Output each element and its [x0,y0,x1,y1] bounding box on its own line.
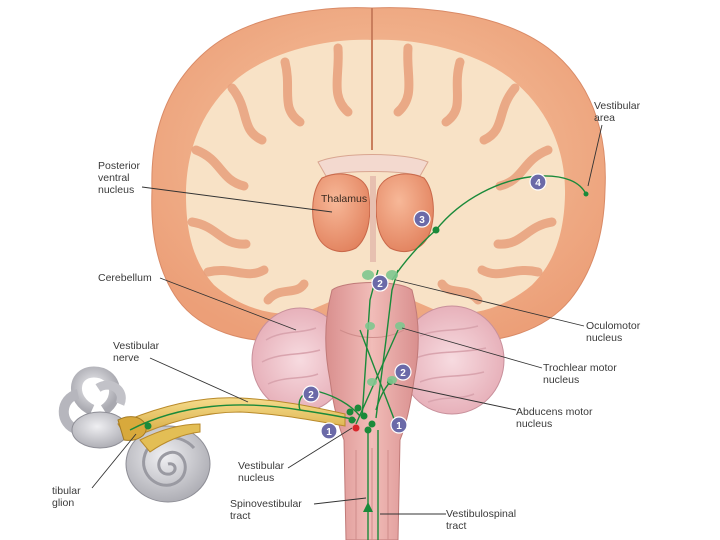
label-vestibular-nucleus: Vestibular nucleus [238,460,285,484]
step-badge: 2 [394,363,412,381]
leader-abducens [393,383,517,411]
label-abducens-motor-nucleus: Abducens motor nucleus [516,406,593,430]
step-badge: 3 [413,210,431,228]
vestibular-nucleus-dot [346,408,354,416]
vestibular-pathways [129,175,587,540]
leader-vestibular-nucleus [287,427,353,469]
pathway-nerve-to-nucleus [129,404,357,431]
step-badges: 1 1 2 2 2 3 4 [302,173,547,440]
leader-lines [91,124,603,515]
gyri-folds [187,43,557,305]
nuclei-dots [144,191,589,434]
leader-spinovestibular [313,497,367,505]
step-badge: 1 [320,422,338,440]
thalamus-relay-dot [432,226,440,234]
leader-oculomotor [395,279,585,327]
motor-nuclei [362,270,405,386]
label-vestibular-nerve: Vestibular nerve [113,340,160,364]
oculomotor-nucleus-right [386,270,398,280]
cochlear-nerve-branch [139,423,201,453]
vestibular-ganglion-dot [144,422,152,430]
svg-text:2: 2 [377,279,383,290]
label-spinovestibular-tract: Spinovestibular tract [230,498,302,522]
leader-vestibular-area [587,124,603,187]
step-badge: 4 [529,173,547,191]
semicircular-canal-3 [95,380,126,406]
step-badge: 2 [371,274,389,292]
svg-text:1: 1 [396,421,402,432]
pathway-ascending-right [375,269,399,419]
label-trochlear-motor-nucleus: Trochlear motor nucleus [543,362,617,386]
spinovestibular-arrow [363,502,373,512]
label-vestibulospinal-tract: Vestibulospinal tract [446,508,517,532]
vestibular-nucleus-dot [368,420,376,428]
vestibular-nucleus-dot [364,426,372,434]
trochlear-nucleus-left [365,322,375,330]
step-badge: 2 [302,385,320,403]
vestibular-nucleus-dot [360,412,368,420]
label-oculomotor-nucleus: Oculomotor nucleus [586,320,641,344]
svg-text:2: 2 [308,390,314,401]
brainstem-striations [339,329,405,540]
thalamus-left [312,173,371,252]
thalamus [312,173,434,262]
svg-text:1: 1 [326,427,332,438]
semicircular-canals [71,366,120,416]
label-posterior-ventral-nucleus: Posterior ventral nucleus [98,160,141,196]
cerebellum [251,305,505,415]
svg-text:4: 4 [535,178,541,189]
lateral-ventricles [317,154,429,177]
vestibular-nucleus-red-dot [352,424,360,432]
thalamus-label: Thalamus [321,193,367,205]
vestibular-nucleus-dot [354,404,362,412]
cerebellar-folia [261,325,487,403]
oculomotor-nucleus-left [362,270,374,280]
leader-cerebellum [159,277,297,331]
step-badge: 1 [390,416,408,434]
svg-text:2: 2 [400,368,406,379]
cerebrum [151,7,606,342]
label-vestibular-ganglion: tibular glion [52,485,81,509]
leader-vestibular-nerve [149,357,249,403]
abducens-nucleus-left [367,378,377,386]
label-cerebellum: Cerebellum [98,272,152,284]
pathway-cross-fibers [355,329,399,425]
cortex-dot [583,191,589,197]
leader-trochlear [401,327,543,369]
leader-vestibular-ganglion [91,433,137,489]
pathway-to-cortex [435,175,587,231]
thalamus-right [375,173,434,252]
vestibule [71,411,129,449]
svg-text:3: 3 [419,215,425,226]
vestibular-nucleus-dot [348,416,356,424]
leader-posterior-ventral [141,186,333,213]
abducens-nucleus-right [387,376,397,384]
label-vestibular-area: Vestibular area [594,100,641,124]
pathway-to-cerebellum [298,390,361,417]
